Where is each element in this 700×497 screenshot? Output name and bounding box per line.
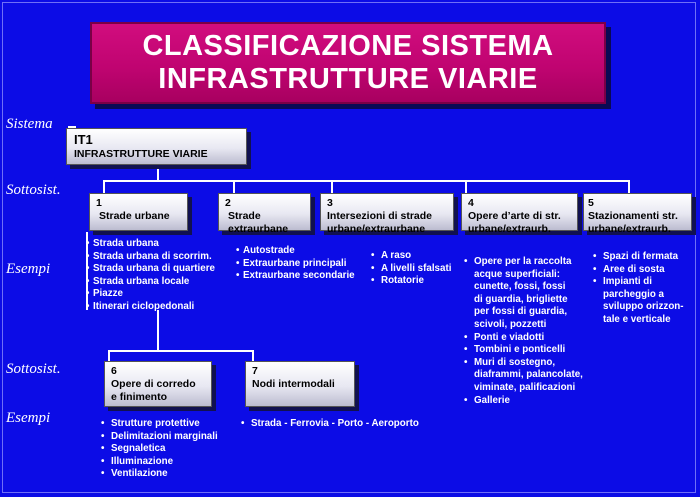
list-item: Illuminazione — [98, 456, 218, 469]
list-item: Ventilazione — [98, 468, 218, 481]
node-system-label: INFRASTRUTTURE VIARIE — [74, 148, 208, 160]
node-subsystem-7: 7 Nodi intermodali — [245, 361, 355, 407]
title-line-1: CLASSIFICAZIONE SISTEMA — [142, 30, 554, 62]
node-subsystem-6: 6 Opere di corredo e finimento — [104, 361, 212, 407]
examples-list-6: Strutture protettive Delimitazioni margi… — [98, 418, 218, 481]
connector — [252, 350, 254, 362]
row-label-esempi-1: Esempi — [6, 261, 51, 277]
list-item: Ponti e viadotti — [461, 332, 583, 345]
node-subsystem-1: 1 Strade urbane — [89, 193, 188, 231]
connector — [157, 310, 159, 350]
examples-list-5: Spazi di fermata Aree di sosta Impianti … — [590, 251, 684, 327]
row-label-sottosist-2: Sottosist. — [6, 361, 61, 377]
list-item: Delimitazioni marginali — [98, 431, 218, 444]
row-label-sistema: Sistema — [6, 116, 53, 132]
row-label-esempi-2: Esempi — [6, 410, 51, 426]
list-item: Aree di sosta — [590, 264, 684, 277]
title-box: CLASSIFICAZIONE SISTEMA INFRASTRUTTURE V… — [90, 22, 606, 104]
list-item: Extraurbane principali — [236, 258, 355, 271]
examples-list-1: Strada urbana Strada urbana di scorrim. … — [86, 238, 215, 314]
connector — [108, 350, 110, 362]
node-system-code: IT1 — [74, 132, 93, 147]
list-item: A livelli sfalsati — [368, 263, 451, 276]
list-item: Strada urbana di scorrim. — [86, 251, 215, 264]
list-item: Impianti di parcheggio a sviluppo orizzo… — [590, 276, 684, 326]
row-label-sottosist-1: Sottosist. — [6, 182, 61, 198]
list-item: Autostrade — [236, 245, 355, 258]
list-item: Gallerie — [461, 395, 583, 408]
examples-list-7: Strada - Ferrovia - Porto - Aeroporto — [238, 418, 419, 431]
connector — [628, 180, 630, 194]
list-item: Strada urbana — [86, 238, 215, 251]
list-item: Muri di sostegno, diaframmi, palancolate… — [461, 357, 583, 395]
connector — [108, 350, 254, 352]
list-item: Strada urbana locale — [86, 276, 215, 289]
node-subsystem-4: 4 Opere d’arte di str. urbane/extraurb. — [461, 193, 578, 235]
connector — [465, 180, 467, 194]
examples-list-4: Opere per la raccolta acque superficiali… — [461, 256, 583, 407]
list-item: Opere per la raccolta acque superficiali… — [461, 256, 583, 332]
list-item: Strada urbana di quartiere — [86, 263, 215, 276]
list-item: A raso — [368, 250, 451, 263]
list-item: Rotatorie — [368, 275, 451, 288]
node-system: IT1 INFRASTRUTTURE VIARIE — [66, 128, 247, 165]
node-subsystem-5: 5 Stazionamenti str. urbane/extraurb. — [583, 193, 692, 235]
connector — [103, 180, 629, 182]
node-subsystem-3: 3 Intersezioni di strade urbane/extraurb… — [320, 193, 454, 235]
list-item: Extraurbane secondarie — [236, 270, 355, 283]
connector — [68, 126, 76, 128]
examples-list-3: A raso A livelli sfalsati Rotatorie — [368, 250, 451, 288]
list-item: Tombini e ponticelli — [461, 344, 583, 357]
connector — [233, 180, 235, 194]
connector — [331, 180, 333, 194]
node-subsystem-2: 2 Strade extraurbane — [218, 193, 311, 235]
list-item: Piazze — [86, 288, 215, 301]
list-item: Itinerari ciclopedonali — [86, 301, 215, 314]
title-line-2: INFRASTRUTTURE VIARIE — [158, 63, 538, 95]
list-item: Spazi di fermata — [590, 251, 684, 264]
list-item: Segnaletica — [98, 443, 218, 456]
connector — [103, 180, 105, 194]
list-item: Strutture protettive — [98, 418, 218, 431]
examples-list-2: Autostrade Extraurbane principali Extrau… — [236, 245, 355, 283]
connector — [157, 164, 159, 180]
list-item: Strada - Ferrovia - Porto - Aeroporto — [238, 418, 419, 431]
